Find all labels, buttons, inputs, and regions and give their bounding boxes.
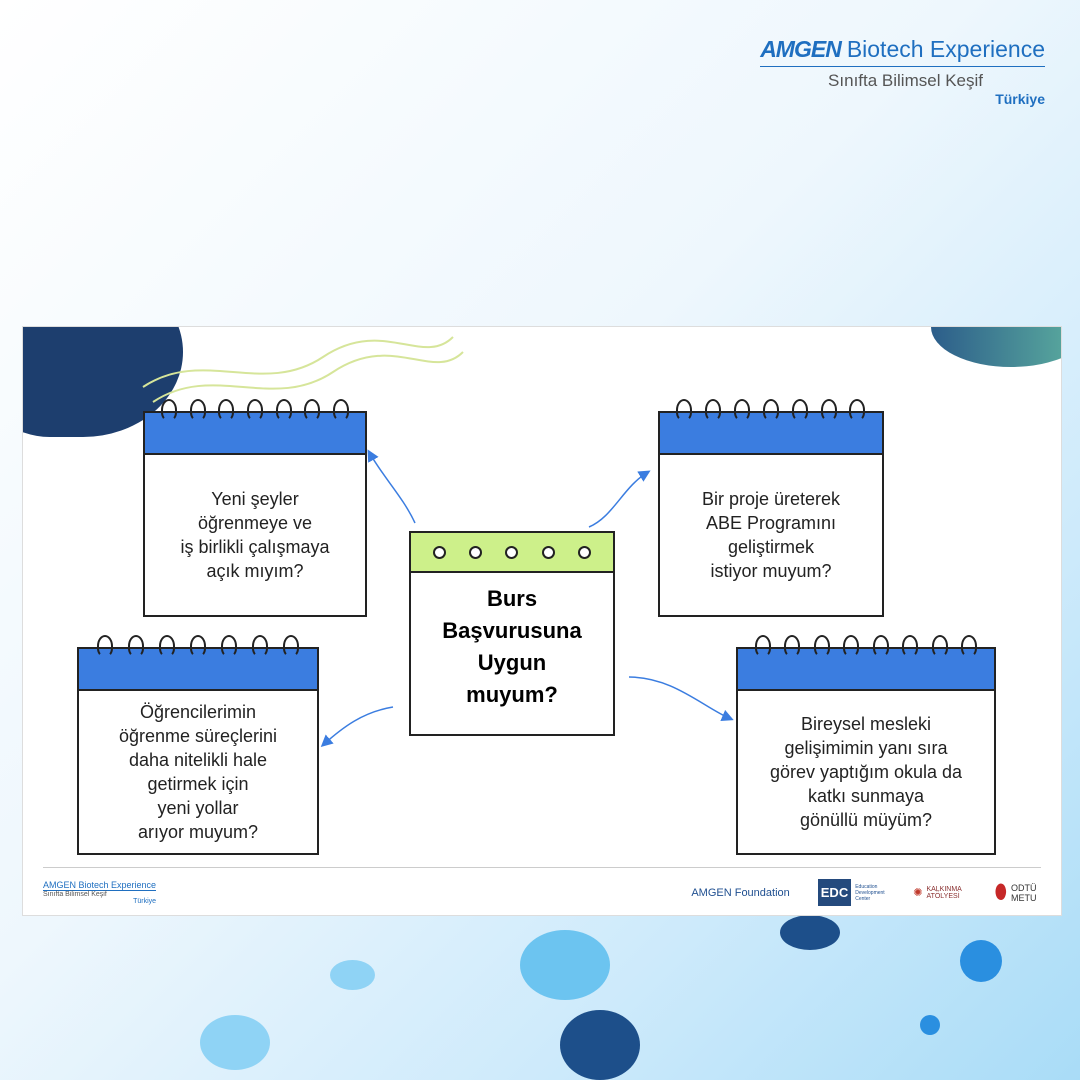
note-text: Bir proje üreterek ABE Programını gelişt… (701, 489, 841, 581)
amgen-wordmark: AMGEN (760, 36, 842, 62)
brand-subtitle: Sınıfta Bilimsel Keşif (828, 71, 983, 90)
decor-bubble (780, 915, 840, 950)
slide: Yeni şeyler öğrenmeye ve iş birlikli çal… (22, 326, 1062, 916)
slide-footer: AMGEN Biotech Experience Sınıfta Bilimse… (43, 867, 1041, 915)
decor-bubble (330, 960, 375, 990)
arrow (320, 706, 394, 748)
footer-logo-country: Türkiye (133, 898, 157, 905)
footer-logo-sub: Sınıfta Bilimsel Keşif (43, 891, 107, 898)
note-text: Yeni şeyler öğrenmeye ve iş birlikli çal… (180, 489, 330, 581)
notepad-card: Öğrencilerimin öğrenme süreçlerini daha … (77, 635, 319, 855)
brand-country: Türkiye (995, 91, 1045, 107)
center-title: Burs Başvurusuna Uygun muyum? (442, 586, 582, 707)
amgen-foundation-logo: AMGEN Foundation (691, 886, 790, 899)
decor-bubble (520, 930, 610, 1000)
notepad-card: Bireysel mesleki gelişimimin yanı sıra g… (736, 635, 996, 855)
odtu-metu-logo: ⬮ODTÜ METU (994, 881, 1037, 903)
brand-title: Biotech Experience (846, 36, 1045, 62)
note-text: Bireysel mesleki gelişimimin yanı sıra g… (769, 714, 963, 830)
kalkinma-atolyesi-logo: ✺KALKINMA ATÖLYESİ (913, 885, 962, 900)
footer-logo: AMGEN Biotech Experience Sınıfta Bilimse… (43, 880, 157, 905)
arrow (588, 470, 651, 528)
arrow (367, 449, 416, 524)
arrows (142, 336, 734, 748)
note-text: Öğrencilerimin öğrenme süreçlerini daha … (118, 702, 278, 842)
decor-bubble (200, 1015, 270, 1070)
center-note: Burs Başvurusuna Uygun muyum? (409, 531, 615, 736)
decor-bubble (920, 1015, 940, 1035)
decor-bubble (960, 940, 1002, 982)
notepad-card: Yeni şeyler öğrenmeye ve iş birlikli çal… (143, 399, 367, 617)
notepad-card: Bir proje üreterek ABE Programını gelişt… (658, 399, 884, 617)
arrow (628, 676, 734, 721)
decor-bubble (560, 1010, 640, 1080)
footer-logo-title: AMGEN Biotech Experience (43, 880, 157, 891)
